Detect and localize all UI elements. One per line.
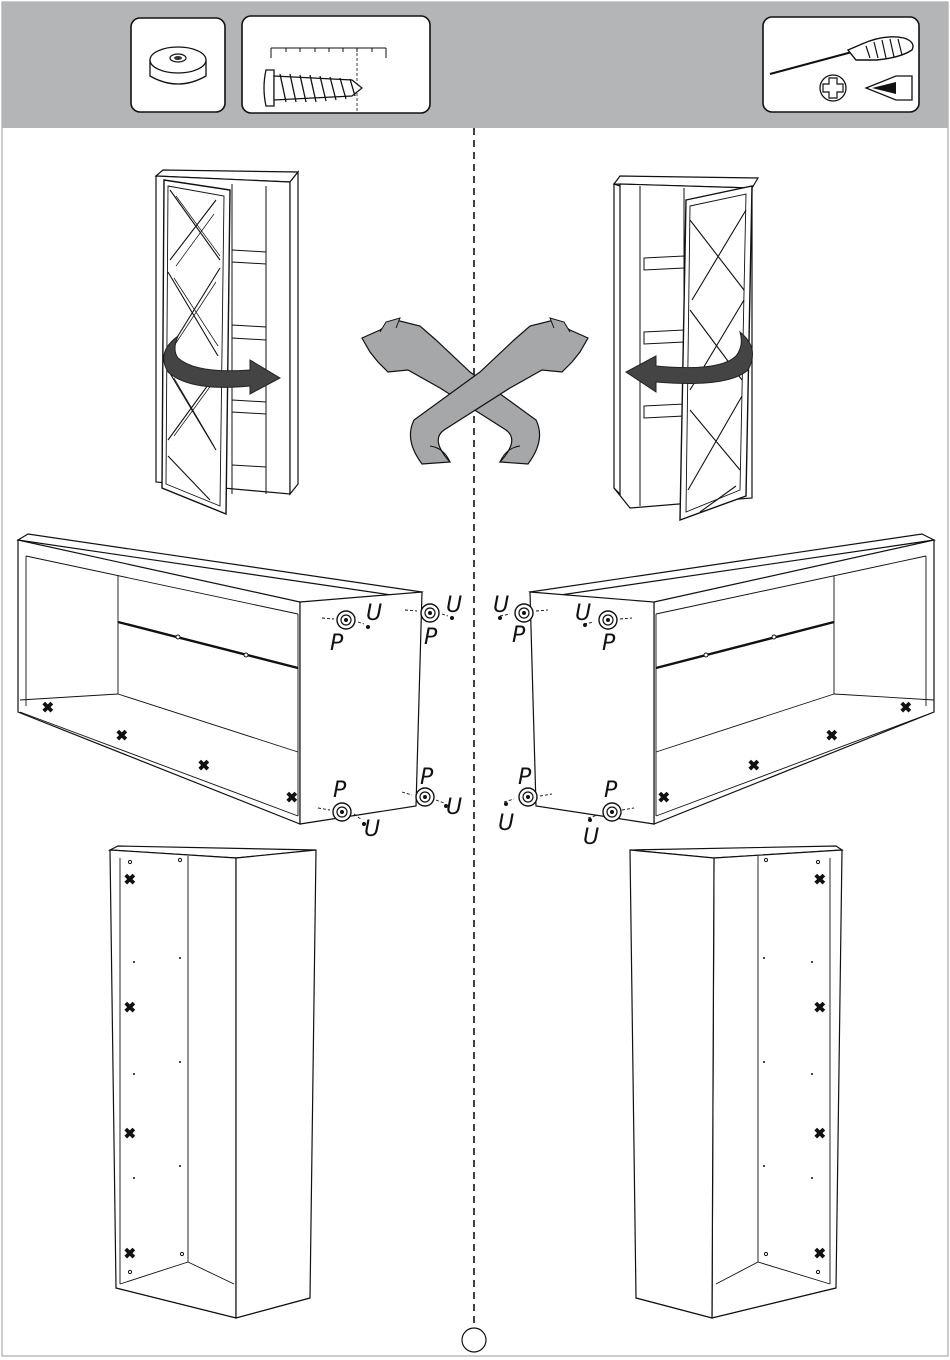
part-label-p: P (518, 765, 532, 790)
foot-pad (421, 604, 439, 622)
fastener-label-u: U (498, 811, 514, 836)
part-label-p: P (420, 765, 434, 790)
part-label-p: P (602, 631, 616, 656)
part-label-p: P (604, 778, 618, 803)
part-label-p: P (330, 631, 344, 656)
left-upright-cabinet (110, 846, 316, 1318)
phillips-bit-icon (820, 75, 846, 101)
left-lying-cabinet (18, 534, 422, 824)
foot-pad (603, 803, 621, 821)
foot-pad (416, 788, 434, 806)
fastener-label-u: U (575, 601, 591, 626)
fastener-label-u: U (446, 795, 462, 820)
foot-pad (599, 611, 617, 629)
fastener-label-u: U (364, 817, 380, 842)
fastener-label-u: U (446, 593, 462, 618)
fastener-label-u: U (493, 593, 509, 618)
right-door-cabinet (614, 176, 758, 520)
foot-pad-icon (150, 47, 206, 84)
parts-header (2, 2, 948, 128)
foot-pad (515, 604, 533, 622)
fastener-label-u: U (583, 825, 599, 850)
foot-pad (333, 803, 351, 821)
part-label-p: P (512, 623, 526, 648)
page-number-circle (462, 1328, 486, 1352)
crossed-arms-not-allowed-icon (362, 318, 588, 464)
left-door-cabinet (156, 170, 298, 514)
part-label-p: P (333, 778, 347, 803)
fastener-label-u: U (366, 601, 382, 626)
part-label-p: P (424, 625, 438, 650)
right-upright-cabinet (630, 846, 842, 1318)
foot-pad (519, 788, 537, 806)
right-lying-cabinet (530, 534, 934, 824)
foot-pad (337, 611, 355, 629)
